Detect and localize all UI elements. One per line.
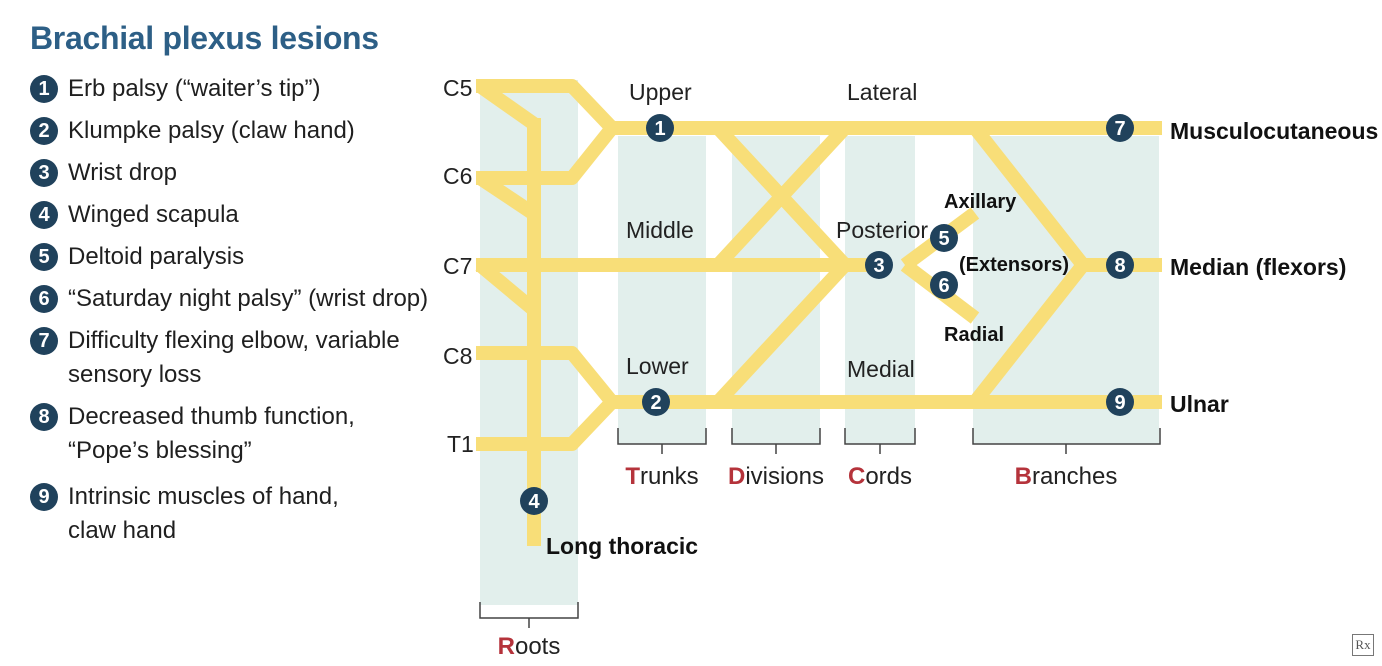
trunks-bracket	[617, 428, 707, 454]
svg-text:7: 7	[1114, 118, 1125, 140]
root-label-c7: C7	[443, 253, 472, 279]
column-label-branches: Branches	[1015, 463, 1118, 490]
c5-root	[476, 79, 618, 133]
legend-item: 3 Wrist drop	[30, 156, 430, 190]
legend-item: 4 Winged scapula	[30, 198, 430, 232]
legend-item: 2 Klumpke palsy (claw hand)	[30, 114, 430, 148]
rx-logo: Rx	[1352, 634, 1374, 656]
trunk-label-upper: Upper	[629, 79, 692, 105]
t1-root	[476, 397, 618, 451]
svg-text:6: 6	[938, 275, 949, 297]
lesion-badge-1: 1	[646, 114, 674, 142]
nerve-pathways	[475, 79, 1162, 546]
cords-bracket	[844, 428, 916, 454]
legend-number-badge: 2	[30, 117, 58, 145]
legend-number-badge: 9	[30, 483, 58, 511]
legend-text: Deltoid paralysis	[68, 243, 245, 270]
axillary-label: Axillary	[944, 191, 1017, 213]
c7-long-thoracic-branch	[475, 259, 539, 316]
lesion-badges: 1 2 3 4 5 6 7 8	[520, 114, 1134, 515]
long-thoracic-label: Long thoracic	[546, 533, 698, 559]
legend-item: 7 Difficulty flexing elbow, variable sen…	[30, 324, 430, 392]
legend-text-line: Difficulty flexing elbow, variable	[68, 327, 400, 354]
c5-long-thoracic-branch	[475, 80, 539, 130]
lateral-root-of-median	[969, 123, 1089, 270]
lesion-badge-6: 6	[930, 271, 958, 299]
legend-number-badge: 6	[30, 285, 58, 313]
lesion-badge-8: 8	[1106, 251, 1134, 279]
legend-item: 1 Erb palsy (“waiter’s tip”)	[30, 72, 430, 106]
legend-text: Erb palsy (“waiter’s tip”)	[68, 75, 321, 102]
legend-text: Winged scapula	[68, 201, 239, 228]
cord-label-lateral: Lateral	[847, 79, 917, 105]
legend-item: 6 “Saturday night palsy” (wrist drop)	[30, 282, 430, 316]
c8-root	[476, 346, 618, 407]
svg-text:2: 2	[650, 392, 661, 414]
root-labels: C5 C6 C7 C8 T1	[443, 75, 474, 457]
lesion-badge-3: 3	[865, 251, 893, 279]
svg-text:3: 3	[873, 255, 884, 277]
legend-number-badge: 8	[30, 403, 58, 431]
legend-text: Intrinsic muscles of hand, claw hand	[68, 480, 430, 548]
legend-text: Klumpke palsy (claw hand)	[68, 117, 355, 144]
root-label-t1: T1	[447, 431, 474, 457]
musculocutaneous-label: Musculocutaneous	[1170, 118, 1378, 144]
legend-number-badge: 7	[30, 327, 58, 355]
extensors-label: (Extensors)	[959, 254, 1069, 276]
radial-label: Radial	[944, 324, 1004, 346]
legend-item: 8 Decreased thumb function, “Pope’s bles…	[30, 400, 430, 468]
roots-bracket	[479, 602, 579, 628]
legend-text: Wrist drop	[68, 159, 177, 186]
column-label-divisions: Divisions	[728, 463, 824, 490]
c6-root	[476, 123, 618, 185]
root-label-c8: C8	[443, 343, 472, 369]
c6-long-thoracic-branch	[476, 172, 538, 220]
legend-item: 9 Intrinsic muscles of hand, claw hand	[30, 480, 430, 548]
legend-text-line: “Pope’s blessing”	[68, 437, 252, 464]
legend-text: “Saturday night palsy” (wrist drop)	[68, 285, 429, 312]
legend-text: Difficulty flexing elbow, variable senso…	[68, 324, 430, 392]
ulnar-label: Ulnar	[1170, 391, 1229, 417]
legend-text: Decreased thumb function, “Pope’s blessi…	[68, 400, 430, 468]
legend-item: 5 Deltoid paralysis	[30, 240, 430, 274]
legend-number-badge: 4	[30, 201, 58, 229]
column-brackets	[479, 428, 1161, 628]
svg-text:4: 4	[528, 491, 540, 513]
svg-text:5: 5	[938, 228, 949, 250]
legend-text-line: sensory loss	[68, 361, 202, 388]
lesion-badge-9: 9	[1106, 388, 1134, 416]
lesion-badge-4: 4	[520, 487, 548, 515]
cord-label-posterior: Posterior	[836, 217, 928, 243]
page-title: Brachial plexus lesions	[30, 20, 379, 56]
medial-root-of-median	[969, 260, 1089, 407]
lesion-badge-7: 7	[1106, 114, 1134, 142]
legend-text-line: Intrinsic muscles of hand,	[68, 483, 339, 510]
lesion-badge-5: 5	[930, 224, 958, 252]
column-label-roots: Roots	[498, 633, 561, 660]
legend-number-badge: 3	[30, 159, 58, 187]
trunk-label-middle: Middle	[626, 217, 694, 243]
middle-anterior-division	[712, 123, 851, 270]
cords-band	[845, 136, 915, 444]
lesion-badge-2: 2	[642, 388, 670, 416]
median-label: Median (flexors)	[1170, 254, 1346, 280]
cord-label-medial: Medial	[847, 356, 915, 382]
root-label-c5: C5	[443, 75, 472, 101]
divisions-bracket	[731, 428, 821, 454]
svg-text:9: 9	[1114, 392, 1125, 414]
legend-text-line: claw hand	[68, 517, 177, 544]
branches-bracket	[972, 428, 1161, 454]
trunk-label-lower: Lower	[626, 353, 689, 379]
svg-text:8: 8	[1114, 255, 1125, 277]
legend-number-badge: 5	[30, 243, 58, 271]
legend-text-line: Decreased thumb function,	[68, 403, 355, 430]
legend-number-badge: 1	[30, 75, 58, 103]
column-label-trunks: Trunks	[625, 463, 698, 490]
svg-text:1: 1	[654, 118, 665, 140]
column-label-cords: Cords	[848, 463, 912, 490]
lower-posterior-division	[712, 260, 851, 407]
root-label-c6: C6	[443, 163, 472, 189]
lesion-legend: 1 Erb palsy (“waiter’s tip”) 2 Klumpke p…	[30, 72, 430, 548]
